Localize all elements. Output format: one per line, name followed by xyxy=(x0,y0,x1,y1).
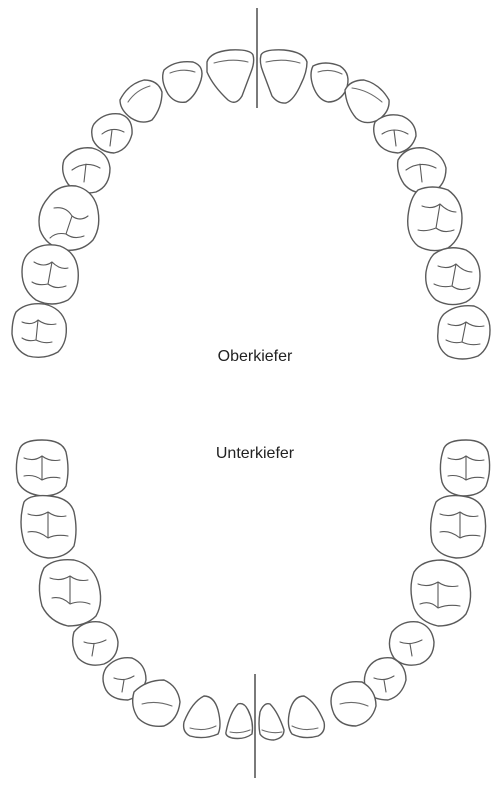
tooth-lower-left-central-incisor xyxy=(258,702,285,741)
tooth-upper-right-lateral-incisor xyxy=(161,60,203,104)
upper-jaw: Oberkiefer xyxy=(11,8,491,365)
tooth-upper-left-first-molar xyxy=(407,186,463,252)
tooth-lower-right-central-incisor xyxy=(225,702,254,740)
tooth-lower-right-third-molar xyxy=(15,439,69,497)
tooth-lower-left-first-molar xyxy=(410,559,472,627)
tooth-lower-left-second-molar xyxy=(429,494,487,559)
tooth-lower-left-third-molar xyxy=(439,439,491,497)
tooth-lower-right-canine xyxy=(131,679,181,728)
tooth-lower-left-second-premolar xyxy=(388,621,435,666)
tooth-lower-right-second-molar xyxy=(20,494,77,559)
tooth-upper-right-first-premolar xyxy=(91,113,133,154)
tooth-upper-right-second-premolar xyxy=(61,147,111,194)
tooth-upper-right-third-molar xyxy=(11,302,68,359)
tooth-lower-right-lateral-incisor xyxy=(182,695,221,739)
tooth-upper-left-third-molar xyxy=(437,304,491,360)
tooth-upper-right-central-incisor xyxy=(206,49,255,103)
tooth-lower-right-first-molar xyxy=(38,558,102,627)
lower-jaw-label: Unterkiefer xyxy=(216,445,295,462)
tooth-upper-left-central-incisor xyxy=(259,49,308,104)
upper-jaw-label: Oberkiefer xyxy=(218,348,293,365)
tooth-lower-left-lateral-incisor xyxy=(287,695,326,739)
tooth-upper-right-second-molar xyxy=(21,244,79,305)
tooth-upper-left-lateral-incisor xyxy=(310,62,349,103)
tooth-upper-left-canine xyxy=(344,79,390,124)
tooth-upper-left-second-premolar xyxy=(396,147,447,194)
tooth-upper-right-canine xyxy=(119,79,163,123)
lower-jaw: Unterkiefer xyxy=(15,439,491,778)
tooth-lower-right-second-premolar xyxy=(71,621,119,666)
tooth-upper-left-first-premolar xyxy=(373,114,417,154)
tooth-upper-left-second-molar xyxy=(425,247,481,306)
tooth-lower-left-canine xyxy=(330,680,377,727)
tooth-upper-right-first-molar xyxy=(38,185,100,251)
